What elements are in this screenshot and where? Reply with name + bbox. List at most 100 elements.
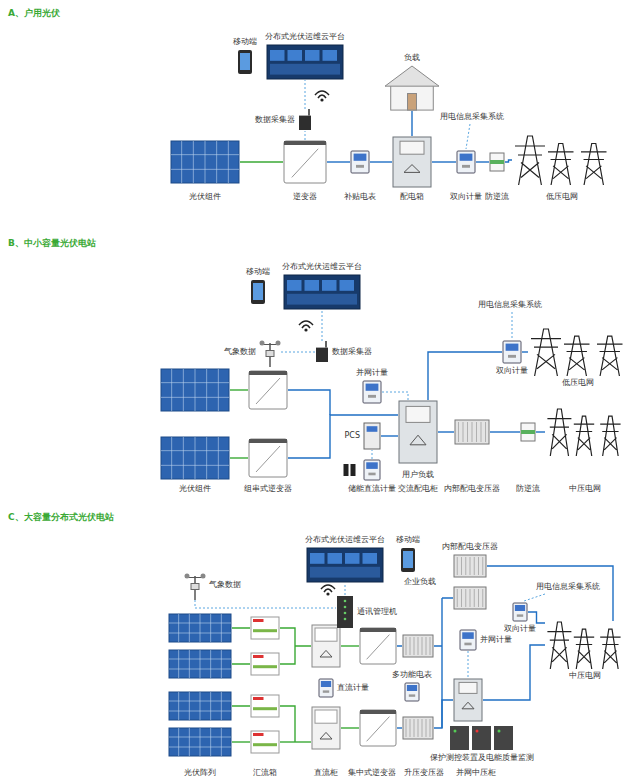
power-line bbox=[428, 352, 502, 400]
dc-wire bbox=[232, 628, 250, 706]
device-label: 双向计量 bbox=[504, 624, 536, 634]
power-line bbox=[468, 651, 469, 678]
device-label: 并网中压柜 bbox=[456, 768, 496, 778]
combiner-symbol bbox=[250, 730, 280, 754]
note-label: 用户负载 bbox=[402, 470, 434, 480]
panel-symbol bbox=[170, 140, 240, 184]
device-label: 移动端 bbox=[396, 535, 420, 545]
device-label: 低压电网 bbox=[546, 192, 578, 202]
power-line bbox=[280, 741, 311, 742]
pcs-symbol bbox=[363, 422, 381, 450]
panel-symbol bbox=[169, 614, 231, 642]
device-label: 逆变器 bbox=[293, 192, 317, 202]
power-line bbox=[397, 727, 402, 728]
battery-symbol bbox=[351, 464, 356, 476]
power-line bbox=[438, 431, 454, 432]
meter-symbol bbox=[363, 459, 381, 481]
device-label: 分布式光伏运维云平台 bbox=[282, 262, 362, 272]
device-label: 低压电网 bbox=[562, 378, 594, 388]
power-line bbox=[230, 457, 248, 458]
transformer-symbol bbox=[454, 419, 490, 445]
section-heading: C、大容量分布式光伏电站 bbox=[8, 512, 114, 523]
dc-wire bbox=[280, 628, 311, 742]
meter-symbol bbox=[350, 150, 370, 174]
cabinet-node: 交流配电柜 bbox=[398, 400, 438, 464]
transformer-symbol bbox=[402, 716, 434, 740]
weather-node: 气象数据 bbox=[259, 337, 281, 367]
weather-symbol bbox=[259, 337, 281, 367]
screen-symbol bbox=[283, 274, 361, 310]
house-node: 负载 bbox=[384, 65, 440, 111]
combiner-node: 汇流箱 bbox=[250, 730, 280, 754]
power-line bbox=[370, 161, 392, 162]
leader-line bbox=[466, 124, 470, 149]
meter-symbol bbox=[362, 380, 382, 404]
leader-line bbox=[524, 594, 545, 601]
inverter-node: 集中式逆变器 bbox=[359, 709, 397, 747]
inverter-symbol bbox=[283, 140, 327, 184]
power-line bbox=[341, 727, 359, 728]
ac-bus bbox=[397, 598, 453, 728]
panel-node: 光伏组件 bbox=[160, 436, 230, 480]
tower-node: 中压电网 bbox=[545, 408, 625, 456]
wifi-symbol bbox=[299, 321, 313, 332]
protect-node: 保护测控装置及电能质量监测 bbox=[449, 725, 515, 751]
meter-symbol bbox=[456, 150, 476, 174]
power-line bbox=[432, 161, 456, 162]
meter-node: 双向计量 bbox=[456, 150, 476, 174]
transformer-symbol bbox=[454, 587, 486, 609]
dc-wire bbox=[341, 645, 359, 646]
device-label: 内部配电变压器 bbox=[444, 484, 500, 494]
note-label: 企业负载 bbox=[404, 577, 436, 587]
device-label: 光伏组件 bbox=[179, 484, 211, 494]
comm-symbol bbox=[336, 595, 354, 629]
device-label: 配电箱 bbox=[400, 192, 424, 202]
power-line bbox=[305, 80, 306, 109]
power-line bbox=[522, 351, 528, 352]
screen-node: 分布式光伏运维云平台 bbox=[266, 44, 344, 80]
device-label: 直流计量 bbox=[337, 683, 369, 693]
phone-symbol bbox=[237, 49, 253, 75]
power-line bbox=[240, 161, 283, 162]
device-label: 分布式光伏运维云平台 bbox=[305, 535, 385, 545]
power-line bbox=[232, 741, 250, 742]
meter-symbol bbox=[459, 629, 477, 651]
power-line bbox=[434, 700, 453, 728]
panel-symbol bbox=[169, 650, 231, 678]
breaker-symbol bbox=[520, 422, 536, 442]
breaker-node: 防逆流 bbox=[489, 152, 505, 172]
wifi-symbol bbox=[321, 585, 335, 596]
transformer-symbol bbox=[403, 635, 433, 657]
inverter-symbol bbox=[359, 709, 397, 747]
house-symbol bbox=[384, 65, 440, 111]
device-label: 补贴电表 bbox=[344, 192, 376, 202]
device-label: 负载 bbox=[404, 53, 420, 63]
dccab-node: 直流柜 bbox=[311, 706, 341, 750]
transformer-node: 内部配电变压器 bbox=[453, 554, 487, 578]
power-line bbox=[487, 566, 613, 621]
power-line bbox=[305, 131, 306, 140]
phone-node: 移动端 bbox=[400, 547, 416, 573]
meter-node: 直流计量 bbox=[318, 678, 334, 698]
device-label: 通讯管理机 bbox=[357, 607, 397, 617]
note-label: 用电信息采集系统 bbox=[440, 112, 504, 122]
ac-wire bbox=[288, 390, 330, 415]
leader-line bbox=[512, 312, 513, 339]
meter-symbol bbox=[404, 682, 420, 702]
device-label: 并网计量 bbox=[480, 635, 512, 645]
power-line bbox=[528, 612, 545, 623]
device-label: 直流柜 bbox=[314, 768, 338, 778]
combiner-symbol bbox=[251, 653, 279, 675]
device-label: 多功能电表 bbox=[392, 670, 432, 680]
screen-symbol bbox=[306, 547, 384, 583]
tower-node: 低压电网 bbox=[528, 328, 628, 376]
transformer-symbol bbox=[453, 554, 487, 578]
device-label: 防逆流 bbox=[516, 484, 540, 494]
inverter-symbol bbox=[249, 371, 287, 409]
panel-symbol bbox=[168, 727, 232, 757]
tower-symbol bbox=[545, 408, 625, 456]
device-label: 防逆流 bbox=[485, 192, 509, 202]
tower-symbol bbox=[545, 621, 625, 669]
